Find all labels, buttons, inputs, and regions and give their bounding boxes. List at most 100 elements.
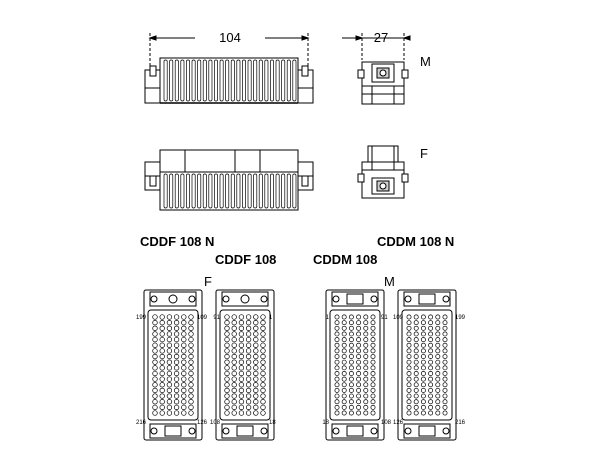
- contact-pin: [370, 365, 376, 371]
- contact-pin: [173, 365, 180, 371]
- end-view-female: [357, 145, 409, 199]
- pin-label: 216: [455, 420, 466, 426]
- contact-pin: [159, 370, 165, 377]
- contact-pin: [188, 365, 194, 371]
- contact-pin: [348, 404, 354, 410]
- contact-pin: [224, 399, 230, 405]
- contact-pin: [363, 354, 369, 359]
- contact-pin: [231, 404, 237, 411]
- contact-pin: [173, 342, 180, 348]
- contact-pin: [413, 342, 419, 348]
- contact-pin: [420, 365, 426, 371]
- contact-pin: [370, 393, 376, 399]
- contact-pin: [181, 348, 187, 354]
- contact-pin: [238, 376, 245, 382]
- contact-pin: [370, 320, 376, 326]
- contact-pin: [245, 319, 252, 326]
- contact-pin: [435, 393, 441, 399]
- contact-pin: [334, 399, 340, 405]
- contact-pin: [363, 359, 369, 365]
- cooling-fin: [286, 173, 291, 209]
- contact-pin: [442, 314, 448, 320]
- contact-pin: [260, 365, 266, 371]
- contact-pin: [253, 387, 259, 394]
- contact-pin: [253, 404, 259, 411]
- contact-pin: [406, 404, 412, 410]
- screw-icon: [404, 295, 412, 303]
- contact-pin: [166, 410, 173, 416]
- contact-pin: [428, 348, 434, 354]
- contact-pin: [173, 376, 180, 382]
- contact-pin: [341, 354, 347, 359]
- cooling-fin: [214, 173, 218, 209]
- contact-pin: [224, 382, 230, 388]
- contact-pin: [442, 354, 448, 359]
- contact-pin: [245, 393, 252, 399]
- cooling-fin: [281, 173, 286, 209]
- cooling-fin: [264, 173, 269, 209]
- contact-pin: [334, 337, 340, 343]
- contact-pin: [188, 410, 194, 416]
- contact-pin: [238, 382, 245, 388]
- contact-insert: [329, 309, 381, 421]
- cooling-fin: [230, 173, 235, 209]
- contact-pin: [159, 319, 165, 326]
- contact-pin: [435, 359, 441, 365]
- contact-pin: [260, 382, 266, 388]
- screw-icon: [370, 295, 378, 303]
- coding-key: [236, 425, 254, 437]
- contact-pin: [188, 359, 194, 365]
- contact-pin: [334, 387, 340, 393]
- contact-pin: [159, 348, 165, 354]
- contact-pin: [435, 320, 441, 326]
- pin-label: 199: [455, 315, 466, 321]
- contact-pin: [152, 348, 158, 354]
- contact-pin: [334, 376, 340, 382]
- contact-pin: [166, 314, 173, 320]
- contact-pin: [334, 342, 340, 348]
- contact-pin: [356, 371, 362, 376]
- contact-pin: [159, 387, 165, 394]
- contact-pin: [334, 325, 340, 331]
- screw-icon: [332, 295, 340, 303]
- contact-pin: [188, 331, 194, 337]
- contact-pin: [406, 348, 412, 354]
- contact-pin: [166, 365, 173, 371]
- contact-pin: [173, 314, 180, 320]
- pin-label: 109: [197, 315, 208, 321]
- contact-pin: [166, 404, 173, 411]
- contact-pin: [348, 331, 354, 337]
- contact-pin: [152, 376, 158, 382]
- contact-pin: [435, 404, 441, 410]
- contact-pin: [370, 325, 376, 331]
- contact-pin: [341, 337, 347, 343]
- contact-pin: [181, 376, 187, 382]
- contact-pin: [435, 387, 441, 393]
- contact-pin: [420, 359, 426, 365]
- contact-pin: [428, 404, 434, 410]
- cooling-fin: [281, 59, 286, 102]
- contact-pin: [181, 382, 187, 388]
- contact-pin: [260, 393, 266, 399]
- contact-pin: [238, 353, 245, 360]
- contact-pin: [159, 382, 165, 388]
- contact-pin: [442, 404, 448, 410]
- cooling-fin: [258, 173, 263, 209]
- contact-pin: [356, 376, 362, 382]
- dimension-104-label: 104: [219, 30, 241, 45]
- side-view-female: [144, 149, 314, 211]
- contact-pin: [356, 337, 362, 343]
- contact-pin: [181, 393, 187, 399]
- contact-pin: [348, 410, 354, 416]
- contact-pin: [406, 387, 412, 393]
- pin-label: 126: [393, 420, 404, 426]
- cooling-fin: [202, 173, 207, 209]
- contact-pin: [188, 342, 194, 348]
- contact-pin: [166, 359, 173, 365]
- contact-pin: [152, 370, 158, 377]
- pin-label: 91: [381, 315, 388, 321]
- contact-pin: [420, 382, 426, 388]
- contact-pin: [260, 348, 266, 354]
- cooling-fin: [225, 59, 230, 102]
- cooling-fin: [270, 173, 274, 209]
